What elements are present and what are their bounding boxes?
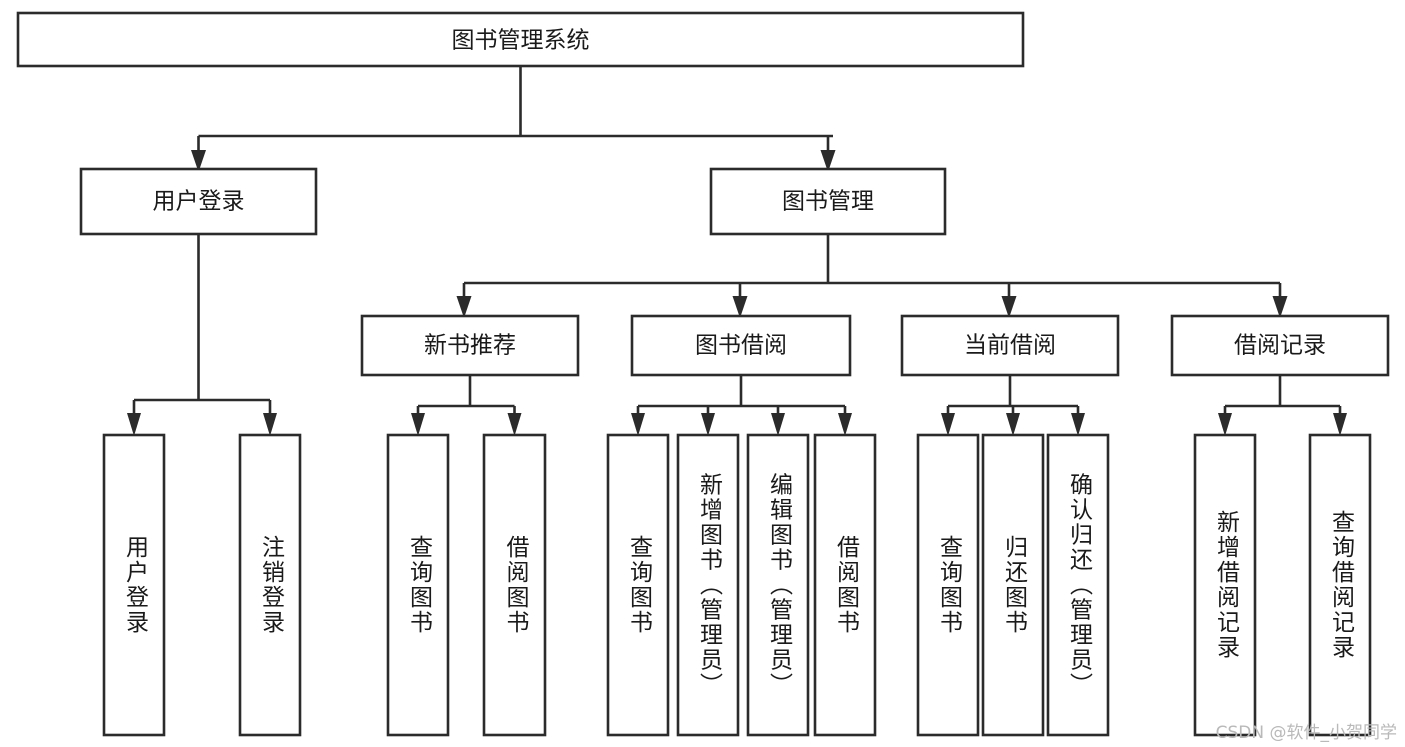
arrow-to-leaf-confirm-return-admin	[1071, 413, 1085, 436]
book-management-box[interactable]	[709, 167, 947, 236]
leaf-logout-login-box[interactable]	[238, 433, 302, 737]
arrow-to-user-login	[191, 150, 206, 172]
leaf-edit-book-admin-label: 编辑图书（管理员）	[766, 473, 794, 698]
new-book-recommend-box[interactable]	[360, 314, 580, 377]
leaf-confirm-return-admin-label: 确认归还（管理员）	[1066, 473, 1094, 698]
leaf-add-book-admin-label: 新增图书（管理员）	[696, 473, 724, 698]
arrow-to-borrow-records	[1272, 296, 1288, 318]
book-borrow-label: 图书借阅	[695, 333, 787, 359]
root-label: 图书管理系统	[452, 28, 590, 54]
user-login-label: 用户登录	[153, 189, 245, 215]
leaf-borrow-book-2-box[interactable]	[813, 433, 877, 737]
leaf-add-borrow-record-box[interactable]	[1193, 433, 1257, 737]
csdn-watermark: CSDN @软件_小贺同学	[1215, 723, 1397, 743]
arrow-to-book-management	[820, 150, 836, 172]
leaf-add-book-admin-box[interactable]	[676, 433, 740, 737]
leaf-query-borrow-record-label: 查询借阅记录	[1328, 510, 1356, 660]
node-leaf-add-borrow-record[interactable]: 新增借阅记录	[1193, 433, 1257, 737]
node-leaf-borrow-book-2[interactable]: 借阅图书	[813, 433, 877, 737]
node-book-management[interactable]: 图书管理	[709, 167, 947, 236]
leaf-user-login-box[interactable]	[102, 433, 166, 737]
node-leaf-logout-login[interactable]: 注销登录	[238, 433, 302, 737]
node-current-borrow[interactable]: 当前借阅	[900, 314, 1120, 377]
arrow-to-current-borrow	[1001, 296, 1017, 318]
new-book-recommend-label: 新书推荐	[424, 333, 516, 359]
arrow-to-leaf-add-borrow-record	[1218, 413, 1232, 436]
user-login-box[interactable]	[79, 167, 318, 236]
arrow-to-leaf-query-book-3	[941, 413, 955, 436]
leaf-query-book-1-label: 查询图书	[406, 535, 434, 635]
connector-userlogin-to-leaves	[132, 234, 272, 415]
connector-bookmgmt-to-level2	[462, 234, 1282, 298]
arrow-to-leaf-return-book	[1006, 413, 1020, 436]
leaf-user-login-label: 用户登录	[122, 535, 150, 635]
arrow-to-leaf-query-book-2	[631, 413, 645, 436]
leaf-edit-book-admin-box[interactable]	[746, 433, 810, 737]
leaf-query-book-3-label: 查询图书	[936, 535, 964, 635]
root-box[interactable]	[16, 11, 1025, 68]
borrow-records-label: 借阅记录	[1234, 333, 1326, 359]
current-borrow-label: 当前借阅	[964, 333, 1056, 359]
connector-newbook-to-leaves	[416, 375, 516, 415]
arrow-to-leaf-borrow-book-2	[838, 413, 852, 436]
arrow-to-leaf-query-book-1	[411, 413, 425, 436]
leaf-return-book-label: 归还图书	[1001, 535, 1029, 635]
book-management-label: 图书管理	[782, 189, 874, 215]
node-leaf-return-book[interactable]: 归还图书	[981, 433, 1045, 737]
connector-currentborrow-to-leaves	[946, 375, 1080, 415]
connector-bookborrow-to-leaves	[636, 375, 847, 415]
node-user-login[interactable]: 用户登录	[79, 167, 318, 236]
leaf-return-book-box[interactable]	[981, 433, 1045, 737]
leaf-query-book-1-box[interactable]	[386, 433, 450, 737]
node-leaf-confirm-return-admin[interactable]: 确认归还（管理员）	[1046, 433, 1110, 737]
connector-root-to-level1	[197, 66, 833, 152]
leaf-query-book-3-box[interactable]	[916, 433, 980, 737]
connector-borrowrecords-to-leaves	[1223, 375, 1342, 415]
leaf-add-borrow-record-label: 新增借阅记录	[1213, 510, 1241, 660]
node-leaf-edit-book-admin[interactable]: 编辑图书（管理员）	[746, 433, 810, 737]
arrow-to-leaf-user-login	[127, 413, 141, 436]
node-leaf-query-borrow-record[interactable]: 查询借阅记录	[1308, 433, 1372, 737]
node-leaf-user-login[interactable]: 用户登录	[102, 433, 166, 737]
book-borrow-box[interactable]	[630, 314, 852, 377]
leaf-borrow-book-1-box[interactable]	[482, 433, 547, 737]
leaf-query-book-2-label: 查询图书	[626, 535, 654, 635]
leaf-query-book-2-box[interactable]	[606, 433, 670, 737]
arrow-to-leaf-query-borrow-record	[1333, 413, 1347, 436]
current-borrow-box[interactable]	[900, 314, 1120, 377]
node-book-borrow[interactable]: 图书借阅	[630, 314, 852, 377]
arrow-to-leaf-edit-book-admin	[771, 413, 785, 436]
node-leaf-query-book-3[interactable]: 查询图书	[916, 433, 980, 737]
arrow-to-new-book-recommend	[456, 296, 472, 318]
node-leaf-query-book-1[interactable]: 查询图书	[386, 433, 450, 737]
leaf-logout-login-label: 注销登录	[258, 535, 286, 635]
leaf-query-borrow-record-box[interactable]	[1308, 433, 1372, 737]
borrow-records-box[interactable]	[1170, 314, 1390, 377]
node-new-book-recommend[interactable]: 新书推荐	[360, 314, 580, 377]
arrow-to-book-borrow	[732, 296, 748, 318]
arrow-to-leaf-logout-login	[263, 413, 277, 436]
node-leaf-add-book-admin[interactable]: 新增图书（管理员）	[676, 433, 740, 737]
arrow-to-leaf-borrow-book-1	[507, 413, 522, 436]
node-leaf-query-book-2[interactable]: 查询图书	[606, 433, 670, 737]
connector-layer	[127, 66, 1347, 436]
leaf-borrow-book-1-label: 借阅图书	[502, 535, 530, 635]
node-root-book-management-system[interactable]: 图书管理系统	[16, 11, 1025, 68]
leaf-confirm-return-admin-box[interactable]	[1046, 433, 1110, 737]
arrow-to-leaf-add-book-admin	[701, 413, 715, 436]
node-leaf-borrow-book-1[interactable]: 借阅图书	[482, 433, 547, 737]
node-borrow-records[interactable]: 借阅记录	[1170, 314, 1390, 377]
leaf-borrow-book-2-label: 借阅图书	[833, 535, 861, 635]
